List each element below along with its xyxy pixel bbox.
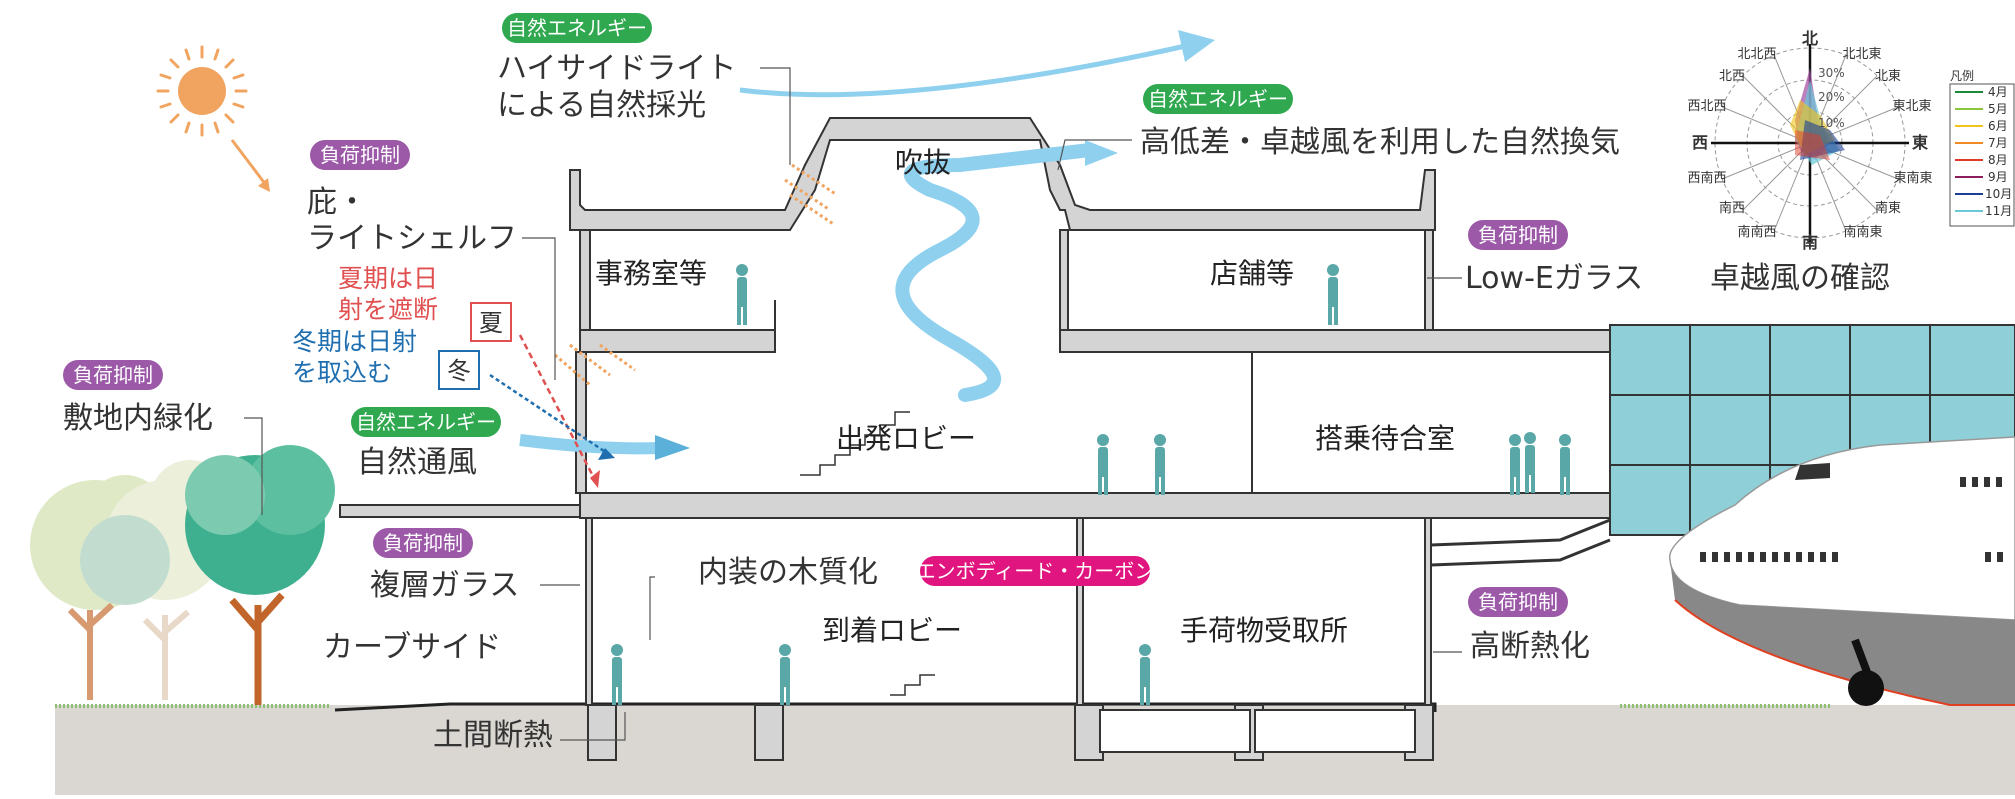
label-high-side-light-2: による自然採光 xyxy=(497,88,706,123)
svg-text:自然エネルギー: 自然エネルギー xyxy=(507,16,647,40)
label-greening: 敷地内緑化 xyxy=(63,401,213,436)
label-wood-interior: 内装の木質化 xyxy=(698,555,878,590)
svg-text:9月: 9月 xyxy=(1988,170,2008,184)
svg-text:北: 北 xyxy=(1802,29,1818,48)
tag-load-reduction-4: 負荷抑制 xyxy=(1468,220,1568,250)
label-eaves: 庇・ xyxy=(307,185,367,220)
svg-text:南西: 南西 xyxy=(1719,200,1745,216)
tag-load-reduction-1: 負荷抑制 xyxy=(310,140,410,170)
sun-icon xyxy=(156,45,270,192)
tag-embodied-carbon: エンボディード・カーボン xyxy=(916,556,1155,586)
tag-natural-energy-2: 自然エネルギー xyxy=(1143,84,1293,114)
room-office: 事務室等 xyxy=(595,257,707,290)
wind-rose-legend: 凡例 4月 5月 6月 7月 8月 9月 10月 11月 xyxy=(1949,69,2015,227)
tag-load-reduction-2: 負荷抑制 xyxy=(63,360,163,390)
svg-text:自然エネルギー: 自然エネルギー xyxy=(1148,87,1288,111)
svg-text:20%: 20% xyxy=(1818,90,1845,104)
svg-text:南東: 南東 xyxy=(1875,200,1901,216)
label-winter: 冬期は日射 xyxy=(292,327,417,356)
svg-text:西南西: 西南西 xyxy=(1687,170,1726,186)
svg-text:負荷抑制: 負荷抑制 xyxy=(383,531,463,555)
label-curbside: カーブサイド xyxy=(323,630,501,665)
label-double-glass: 複層ガラス xyxy=(370,568,519,603)
room-shops: 店舗等 xyxy=(1210,257,1294,290)
room-departure-lobby: 出発ロビー xyxy=(836,422,976,455)
room-boarding-lounge: 搭乗待合室 xyxy=(1315,422,1455,455)
trees xyxy=(30,445,335,705)
svg-text:北北東: 北北東 xyxy=(1842,46,1881,62)
terminal-building xyxy=(339,117,1611,761)
label-natural-draft: 自然通風 xyxy=(357,445,477,480)
summer-mark: 夏 xyxy=(470,302,512,342)
svg-text:北西: 北西 xyxy=(1719,69,1745,84)
svg-text:11月: 11月 xyxy=(1985,204,2012,218)
winter-mark: 冬 xyxy=(438,350,480,390)
svg-text:自然エネルギー: 自然エネルギー xyxy=(356,410,496,434)
people-icons xyxy=(611,264,1571,705)
wind-rose: 30% 20% 10% 北 北北東 北東 東北東 東 東南東 南東 南南東 南 … xyxy=(1687,29,1932,252)
svg-text:負荷抑制: 負荷抑制 xyxy=(73,363,153,387)
tag-load-reduction-3: 負荷抑制 xyxy=(373,528,473,558)
label-high-side-light: ハイサイドライト xyxy=(497,51,736,86)
svg-text:30%: 30% xyxy=(1818,66,1845,80)
label-summer: 夏期は日 xyxy=(338,264,438,293)
aircraft xyxy=(1609,324,2015,706)
label-prevailing-wind: 卓越風の確認 xyxy=(1710,261,1890,296)
label-earth-floor-insulation: 土間断熱 xyxy=(433,718,553,753)
svg-text:6月: 6月 xyxy=(1988,119,2008,133)
svg-text:南南東: 南南東 xyxy=(1843,224,1882,240)
svg-text:北北西: 北北西 xyxy=(1737,47,1776,62)
label-light-shelf: ライトシェルフ xyxy=(307,221,517,256)
room-arrival-lobby: 到着ロビー xyxy=(822,614,962,647)
svg-text:4月: 4月 xyxy=(1988,85,2008,99)
svg-text:負荷抑制: 負荷抑制 xyxy=(1478,223,1558,247)
label-lowe-glass: Low-Eガラス xyxy=(1465,261,1643,296)
svg-text:8月: 8月 xyxy=(1988,153,2008,167)
svg-text:東南東: 東南東 xyxy=(1893,170,1932,186)
svg-text:10月: 10月 xyxy=(1985,187,2012,201)
tag-natural-energy-3: 自然エネルギー xyxy=(351,407,501,437)
label-fukinuke: 吹抜 xyxy=(895,146,951,179)
svg-text:東北東: 東北東 xyxy=(1892,98,1931,114)
svg-text:7月: 7月 xyxy=(1988,136,2008,150)
svg-text:西: 西 xyxy=(1692,133,1708,152)
label-high-insulation: 高断熱化 xyxy=(1470,629,1590,664)
ground xyxy=(55,705,2015,795)
tag-load-reduction-5: 負荷抑制 xyxy=(1468,587,1568,617)
room-baggage-claim: 手荷物受取所 xyxy=(1180,614,1348,647)
svg-text:冬: 冬 xyxy=(447,357,471,385)
svg-text:南: 南 xyxy=(1802,233,1818,252)
svg-text:夏: 夏 xyxy=(479,309,503,337)
label-summer-2: 射を遮断 xyxy=(338,295,438,324)
svg-text:北東: 北東 xyxy=(1875,68,1901,84)
label-natural-ventilation: 高低差・卓越風を利用した自然換気 xyxy=(1140,125,1620,160)
tag-natural-energy-1: 自然エネルギー xyxy=(502,13,652,43)
svg-text:東: 東 xyxy=(1912,133,1928,152)
label-winter-2: を取込む xyxy=(292,358,392,387)
leader-lines xyxy=(244,67,1462,741)
svg-text:西北西: 西北西 xyxy=(1687,99,1726,114)
svg-text:エンボディード・カーボン: エンボディード・カーボン xyxy=(916,559,1155,583)
svg-text:凡例: 凡例 xyxy=(1950,69,1974,83)
svg-text:10%: 10% xyxy=(1818,116,1845,130)
svg-text:5月: 5月 xyxy=(1988,102,2008,116)
svg-text:負荷抑制: 負荷抑制 xyxy=(320,143,400,167)
svg-text:南南西: 南南西 xyxy=(1737,224,1776,240)
wind-flow xyxy=(519,30,1215,460)
svg-text:負荷抑制: 負荷抑制 xyxy=(1478,590,1558,614)
